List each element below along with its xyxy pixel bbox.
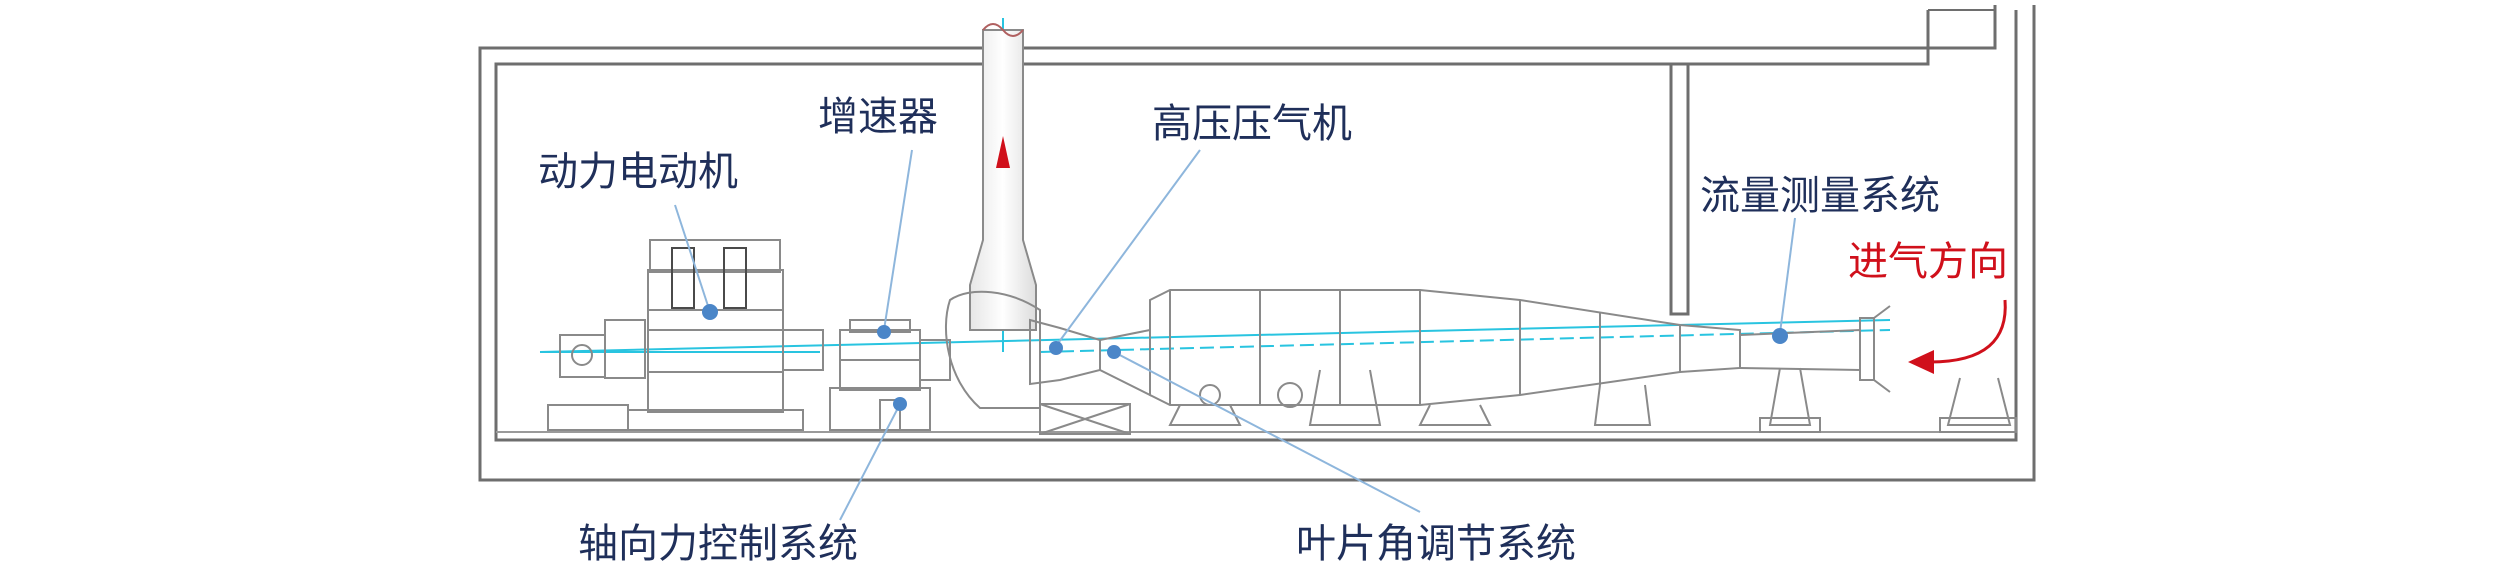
callout-lines <box>674 149 1796 521</box>
main-duct <box>1149 289 1741 406</box>
dot-axial <box>893 397 907 411</box>
stack-top-break <box>982 23 1024 37</box>
exhaust-arrow-icon <box>996 136 1010 168</box>
callout-flow <box>1779 217 1796 334</box>
volute-base-diag-2 <box>1039 403 1131 435</box>
inlet-arrow-curve <box>1929 299 2007 364</box>
inlet-cone <box>1099 328 1151 397</box>
callout-gearbox <box>883 149 913 331</box>
dot-motor <box>702 304 718 320</box>
aux-unit <box>559 334 606 378</box>
flow-support-3 <box>1946 377 2012 426</box>
inner-wall <box>494 10 2018 442</box>
label-axial-force-control: 轴向力控制系统 <box>578 521 858 567</box>
dot-gearbox <box>877 325 891 339</box>
duct-support-2 <box>1308 369 1382 426</box>
gearbox-coupling <box>919 339 951 381</box>
callout-compressor <box>1055 149 1201 347</box>
aux-base <box>547 404 629 431</box>
callout-axial <box>839 403 901 521</box>
dot-blade <box>1107 345 1121 359</box>
outer-wall <box>478 5 2036 482</box>
duct-support-4 <box>1593 384 1652 426</box>
dot-compressor <box>1049 341 1063 355</box>
flow-pipe <box>1739 328 1861 372</box>
callout-blade <box>1113 351 1421 513</box>
motor-cabinet <box>671 247 695 309</box>
inlet-arrow-head <box>1908 350 1934 374</box>
motor-body <box>647 269 784 413</box>
label-power-motor: 动力电动机 <box>538 149 738 195</box>
volute <box>944 290 1041 409</box>
flow-support-2 <box>1759 417 1821 433</box>
gearbox <box>829 319 951 431</box>
bellmouth-lip <box>1873 305 1891 393</box>
motor-cabinet-2 <box>723 247 747 309</box>
volute-base <box>1039 403 1131 435</box>
compressor-duct <box>1029 289 2017 433</box>
motor-coupling <box>782 329 824 371</box>
duct-hatch <box>1277 382 1303 408</box>
flow-support-4-base <box>1939 417 2017 433</box>
aux-unit-2 <box>604 319 646 379</box>
inlet-arrow-icon <box>1908 299 2007 374</box>
motor-top-box <box>649 239 781 273</box>
label-gearbox: 增速器 <box>818 94 938 140</box>
flow-support-1 <box>1768 367 1812 426</box>
partition-wall <box>1669 62 1690 316</box>
power-motor <box>547 239 824 431</box>
callout-motor <box>674 204 711 313</box>
callout-dots <box>702 304 1788 411</box>
exhaust-stack <box>944 23 1131 435</box>
label-compressor: 高压压气机 <box>1152 101 1352 147</box>
duct-hatch-2 <box>1199 384 1221 406</box>
duct-support-1 <box>1168 404 1242 426</box>
label-blade-angle-adjust: 叶片角调节系统 <box>1296 521 1576 567</box>
shaft-centerline <box>539 319 1891 353</box>
dot-flow <box>1772 328 1788 344</box>
bellmouth <box>1859 317 1875 381</box>
gearbox-foot <box>879 399 901 431</box>
stack-body <box>969 29 1037 331</box>
duct-support-3 <box>1418 404 1492 426</box>
building-outline <box>478 5 2036 482</box>
aux-wheel <box>571 344 593 366</box>
label-inlet-direction: 进气方向 <box>1848 239 2008 285</box>
label-flow-measurement: 流量测量系统 <box>1700 173 1940 219</box>
